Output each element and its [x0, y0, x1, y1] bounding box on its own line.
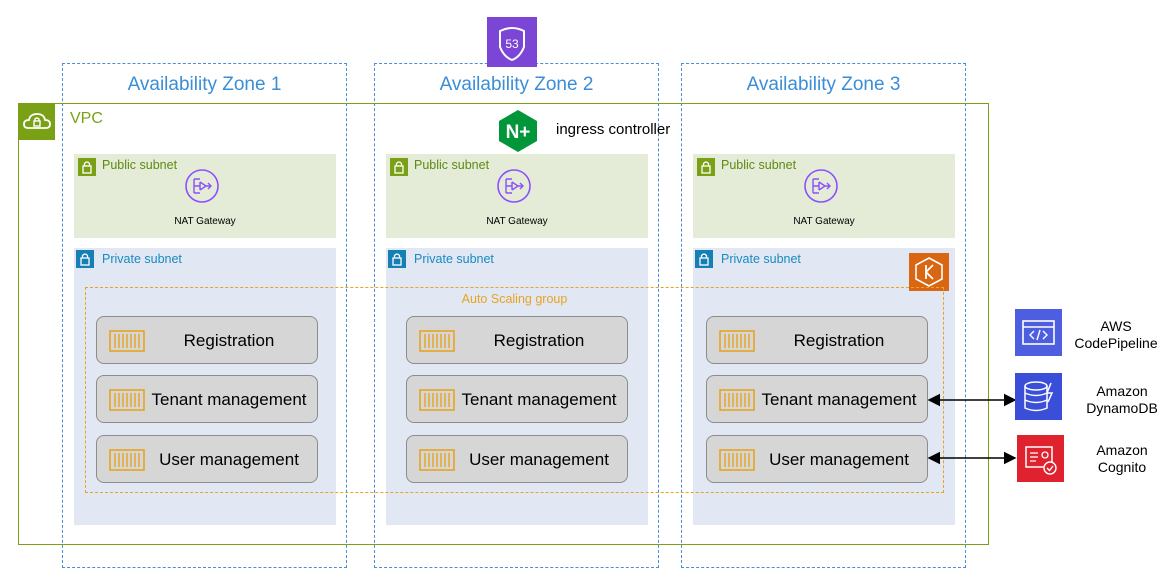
registration-service-az3: Registration [706, 316, 928, 364]
dynamodb-icon [1015, 373, 1062, 420]
availability-zone-3: Availability Zone 3 [681, 63, 966, 568]
tenant-management-service-az2: Tenant management [406, 375, 628, 423]
public-subnet-label: Public subnet [102, 158, 178, 172]
service-name: Tenant management [461, 390, 617, 409]
container-icon [419, 449, 455, 471]
user-management-service-az3: User management [706, 435, 928, 483]
container-icon [109, 449, 145, 471]
private-subnet-lock-icon [388, 250, 406, 268]
nat-gateway-icon [803, 168, 839, 204]
nginx-plus-icon: N+ [496, 109, 540, 153]
container-icon [109, 330, 145, 352]
codepipeline-icon [1015, 309, 1062, 356]
container-icon [719, 330, 755, 352]
cognito-label-line1: Amazon [1096, 442, 1148, 458]
nat-gateway-label: NAT Gateway [174, 216, 236, 227]
container-icon [109, 389, 145, 411]
tenant-management-service-az1: Tenant management [96, 375, 318, 423]
codepipeline-label-line2: CodePipeline [1074, 335, 1158, 351]
dynamodb-label: Amazon DynamoDB [1072, 383, 1171, 417]
public-subnet-label: Public subnet [721, 158, 797, 172]
public-subnet-az1: Public subnet NAT Gateway [74, 154, 336, 238]
service-name: Registration [793, 331, 885, 350]
service-name: User management [159, 450, 299, 469]
eks-icon [909, 253, 949, 291]
ingress-controller-label: ingress controller [556, 121, 671, 138]
service-name: User management [769, 450, 909, 469]
user-management-service-az2: User management [406, 435, 628, 483]
nat-gateway-icon [496, 168, 532, 204]
az-2-label: Availability Zone 2 [439, 74, 594, 95]
public-subnet-lock-icon [390, 158, 408, 176]
ingress-badge: N+ [506, 122, 531, 143]
dynamodb-label-line2: DynamoDB [1086, 400, 1158, 416]
container-icon [719, 449, 755, 471]
registration-service-az2: Registration [406, 316, 628, 364]
private-subnet-label: Private subnet [414, 252, 494, 266]
private-subnet-lock-icon [76, 250, 94, 268]
route53-icon: 53 [487, 17, 537, 67]
az-1-label: Availability Zone 1 [127, 74, 282, 95]
public-subnet-az3: Public subnet NAT Gateway [693, 154, 955, 238]
container-icon [419, 389, 455, 411]
service-name: Tenant management [761, 390, 917, 409]
service-name: Registration [493, 331, 585, 350]
service-name: Tenant management [151, 390, 307, 409]
vpc-boundary [18, 103, 989, 545]
route53-badge: 53 [505, 37, 519, 51]
nat-gateway-label: NAT Gateway [486, 216, 548, 227]
tenant-management-service-az3: Tenant management [706, 375, 928, 423]
public-subnet-az2: Public subnet NAT Gateway [386, 154, 648, 238]
registration-service-az1: Registration [96, 316, 318, 364]
nat-gateway-icon [184, 168, 220, 204]
private-subnet-label: Private subnet [102, 252, 182, 266]
vpc-cloud-icon [19, 104, 55, 140]
auto-scaling-group-label: Auto Scaling group [461, 292, 568, 306]
container-icon [719, 389, 755, 411]
public-subnet-lock-icon [697, 158, 715, 176]
cognito-label: Amazon Cognito [1072, 442, 1171, 476]
codepipeline-label: AWS CodePipeline [1066, 318, 1166, 352]
vpc-label: VPC [70, 110, 103, 127]
public-subnet-label: Public subnet [414, 158, 490, 172]
codepipeline-label-line1: AWS [1100, 318, 1132, 334]
az-3-label: Availability Zone 3 [746, 74, 901, 95]
cognito-label-line2: Cognito [1097, 459, 1147, 475]
availability-zone-1: Availability Zone 1 [62, 63, 347, 568]
user-management-service-az1: User management [96, 435, 318, 483]
container-icon [419, 330, 455, 352]
nat-gateway-label: NAT Gateway [793, 216, 855, 227]
auto-scaling-group: Auto Scaling group [85, 287, 944, 493]
public-subnet-lock-icon [78, 158, 96, 176]
private-subnet-label: Private subnet [721, 252, 801, 266]
cognito-icon [1017, 435, 1064, 482]
private-subnet-lock-icon [695, 250, 713, 268]
service-name: Registration [183, 331, 275, 350]
service-name: User management [469, 450, 609, 469]
dynamodb-label-line1: Amazon [1096, 383, 1148, 399]
